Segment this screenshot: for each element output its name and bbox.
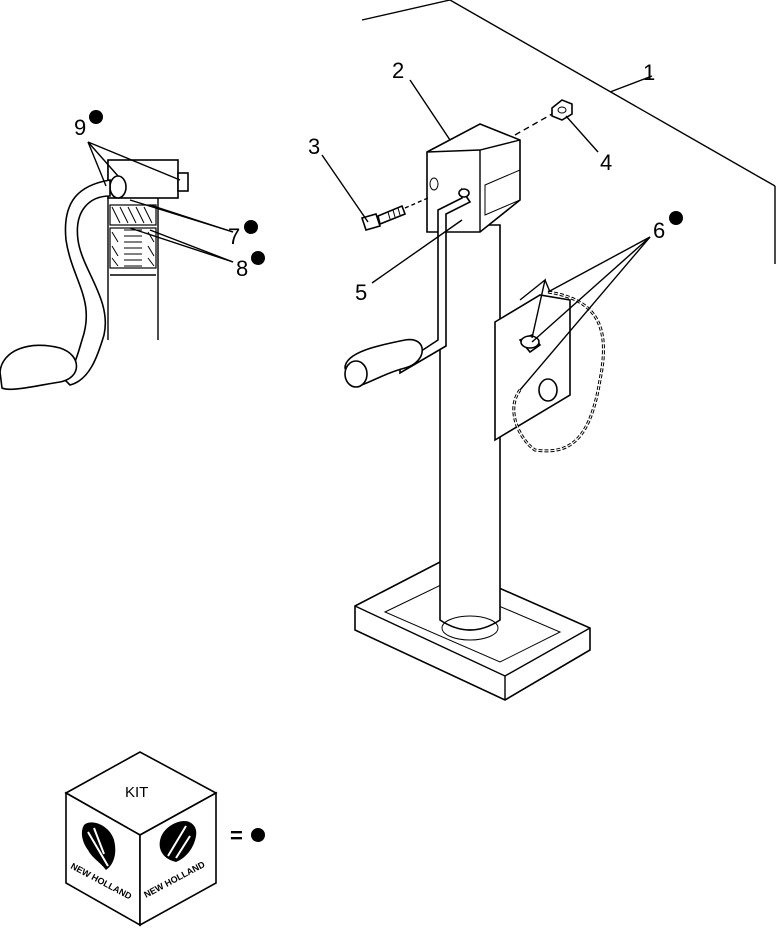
callout-6: 6: [653, 218, 665, 243]
kit-marker-icon: [89, 110, 103, 124]
kit-marker-icon: [669, 211, 683, 225]
frame-outline: [361, 0, 776, 264]
kit-legend: KIT NEW HOLLAND NEW HOLLAND =: [64, 751, 265, 927]
callouts: 1 2 3 4 5 6 7 8 9: [74, 58, 665, 305]
callout-4: 4: [600, 150, 612, 175]
retaining-chain: [512, 290, 605, 453]
new-holland-leaf-logo-icon: [81, 822, 116, 870]
callout-9: 9: [74, 115, 86, 140]
callout-3: 3: [308, 134, 320, 159]
cutaway-detail: [0, 159, 189, 391]
callout-7: 7: [228, 224, 240, 249]
lock-nut: [514, 99, 573, 136]
kit-marker-icon: [244, 220, 258, 234]
kit-marker-dots: [89, 110, 683, 265]
jack-stand: [354, 224, 591, 701]
kit-label: KIT: [125, 784, 148, 801]
legend-equals: =: [230, 823, 243, 848]
bolt: [360, 197, 429, 231]
callout-2: 2: [392, 58, 404, 83]
new-holland-leaf-logo-icon: [159, 820, 197, 862]
crank-handle: [344, 187, 472, 388]
callout-1: 1: [643, 60, 655, 85]
callout-8: 8: [236, 256, 248, 281]
leader-lines: [87, 75, 653, 391]
callout-5: 5: [355, 280, 367, 305]
kit-marker-icon: [251, 828, 265, 842]
kit-marker-icon: [251, 251, 265, 265]
